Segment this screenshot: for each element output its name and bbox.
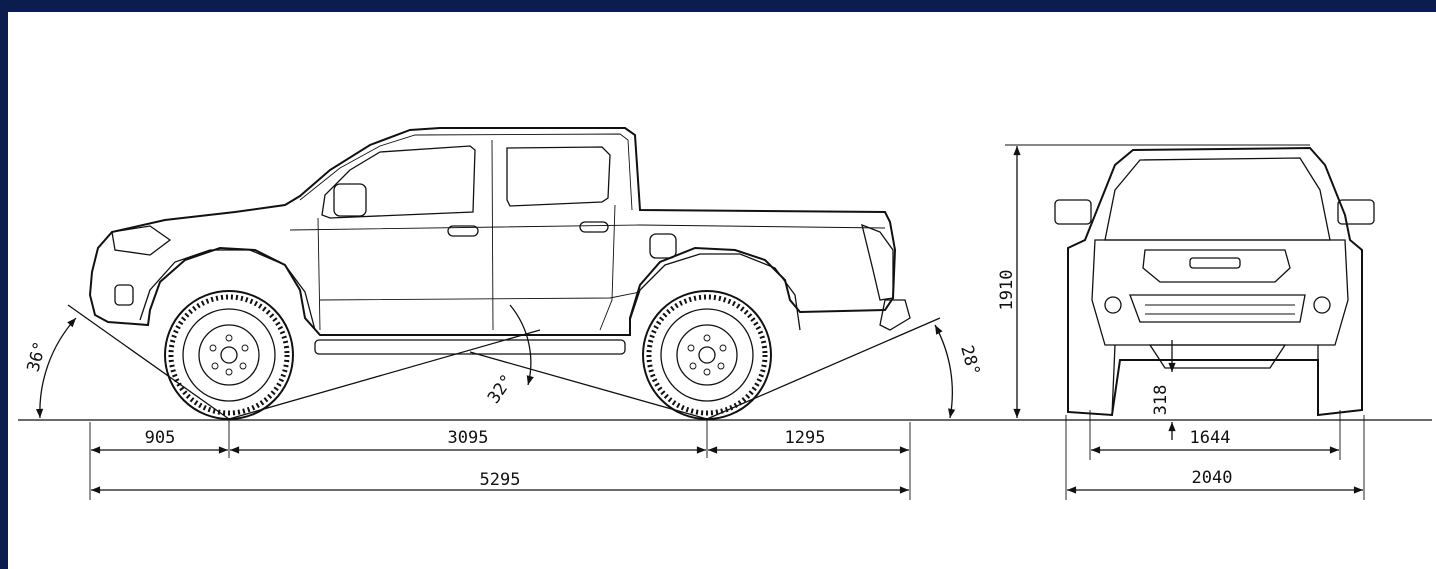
right-mirror (1337, 199, 1375, 225)
length-dimension-lines (89, 420, 911, 500)
overall-length-label: 5295 (480, 470, 521, 490)
wheelbase-label: 3095 (448, 428, 489, 448)
left-mirror (1054, 199, 1092, 225)
windshield (1104, 157, 1331, 241)
height-dimension-lines (1005, 144, 1310, 440)
side-mirror (333, 183, 367, 217)
front-wheel (164, 290, 294, 420)
drawing-sheet (8, 12, 1436, 569)
rear-door-handle (579, 221, 609, 233)
rear-overhang-label: 1295 (785, 428, 826, 448)
departure-angle-label: 28° (956, 343, 983, 378)
overall-width-label: 2040 (1192, 468, 1233, 488)
front-view-truck (1054, 146, 1375, 417)
fuel-cap (649, 233, 677, 259)
rear-window (506, 146, 611, 207)
track-width-label: 1644 (1190, 428, 1231, 448)
front-overhang-label: 905 (145, 428, 176, 448)
top-frame-bar (0, 0, 1436, 12)
breakover-angle-lines (228, 304, 708, 420)
width-dimension-lines (1065, 410, 1365, 500)
front-door-handle (447, 225, 479, 237)
side-view-truck (88, 127, 911, 420)
side-step (314, 339, 626, 355)
front-window (321, 145, 476, 219)
overall-height-label: 1910 (997, 270, 1017, 311)
ground-clearance-label: 318 (1151, 385, 1171, 416)
approach-angle-lines (35, 304, 230, 420)
left-frame-bar (0, 0, 8, 569)
breakover-angle-label: 32° (484, 371, 518, 408)
departure-angle-lines (706, 317, 956, 420)
front-grille (1142, 249, 1291, 283)
